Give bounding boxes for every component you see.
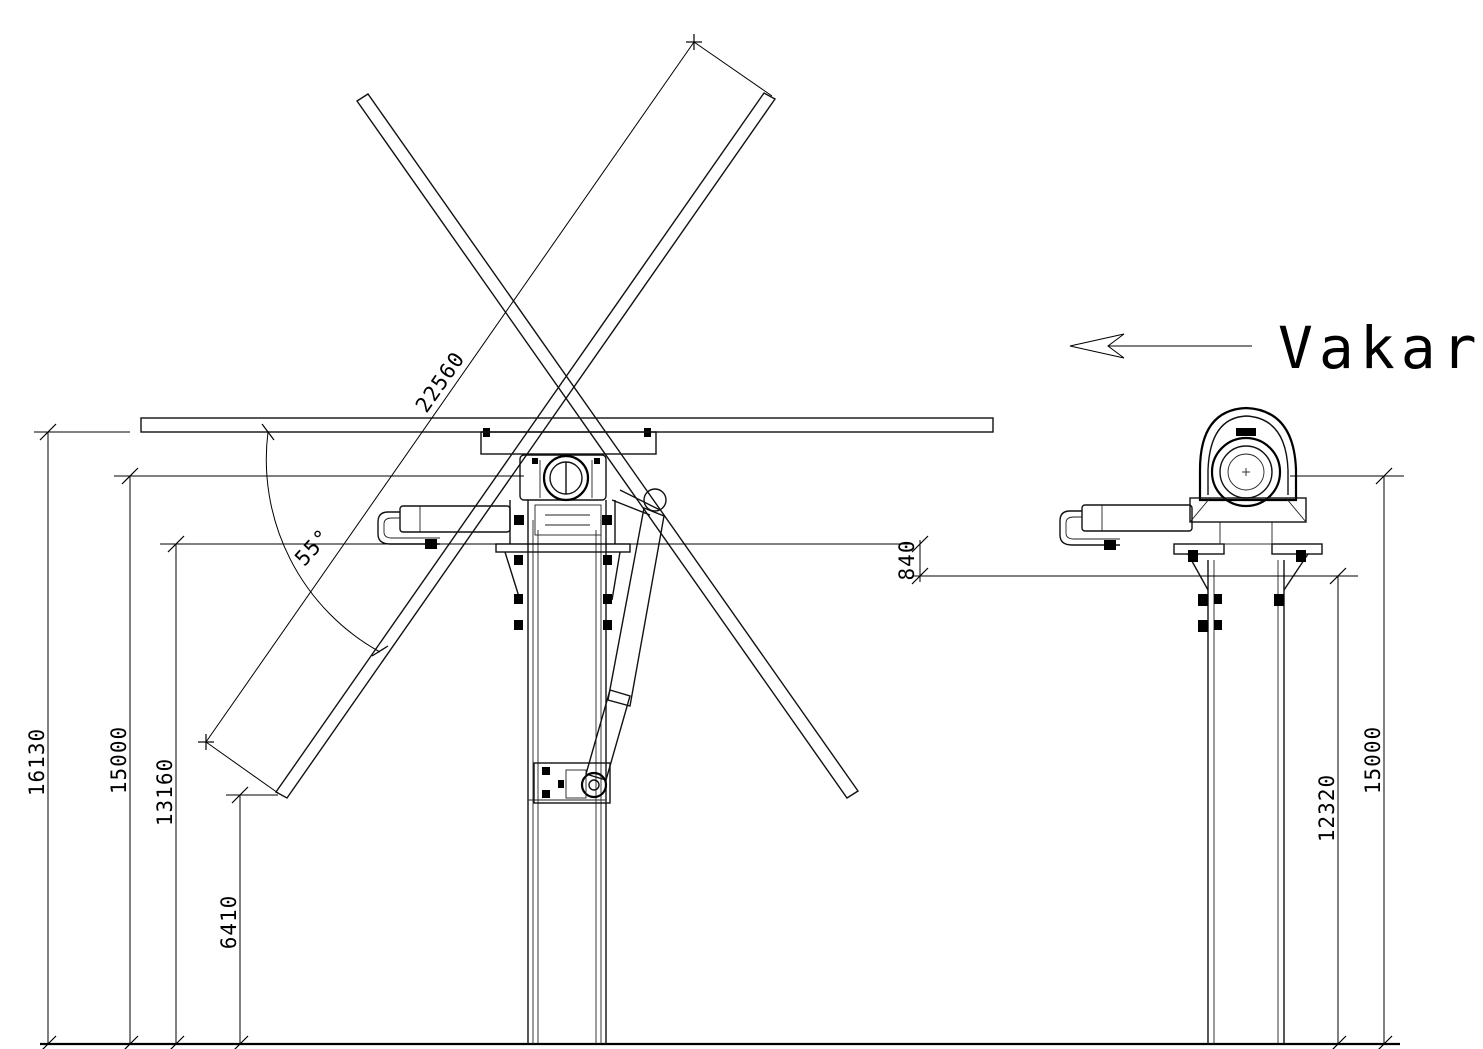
dim-axis-height-right: 12320	[1315, 774, 1339, 842]
left-tracker	[140, 92, 994, 1044]
right-flange-left	[1173, 543, 1225, 555]
dimension-lines	[34, 34, 1404, 1049]
left-linear-actuator	[585, 488, 667, 781]
direction-label: Vakarai	[1278, 314, 1483, 382]
panel-horizontal	[140, 417, 994, 433]
right-slew-drive	[1189, 406, 1307, 523]
dim-tilt-angle: 55°	[290, 524, 335, 570]
left-actuator-bracket	[533, 762, 611, 804]
right-tracker	[1059, 406, 1323, 1044]
right-mast	[1207, 560, 1285, 1044]
dim-mast-height-right: 15000	[1361, 726, 1385, 794]
right-bolts	[1188, 550, 1306, 632]
dim-axis-height-left: 13160	[153, 758, 177, 826]
dim-offset: 840	[895, 540, 919, 581]
dim-mast-height-left: 15000	[107, 726, 131, 794]
panel-tilted-west	[356, 93, 859, 799]
right-side-actuator	[1059, 504, 1193, 550]
left-bolts	[514, 515, 612, 630]
dim-min-clearance: 6410	[217, 895, 241, 950]
left-rotation-hub	[519, 454, 607, 502]
panel-tilted-east	[274, 92, 777, 799]
left-side-actuator	[377, 505, 511, 549]
left-mast	[527, 500, 607, 1044]
dim-total-height: 16130	[25, 728, 49, 796]
direction-arrow	[1069, 333, 1252, 359]
left-mount-beam	[480, 431, 657, 455]
left-flange-plate	[495, 543, 631, 553]
